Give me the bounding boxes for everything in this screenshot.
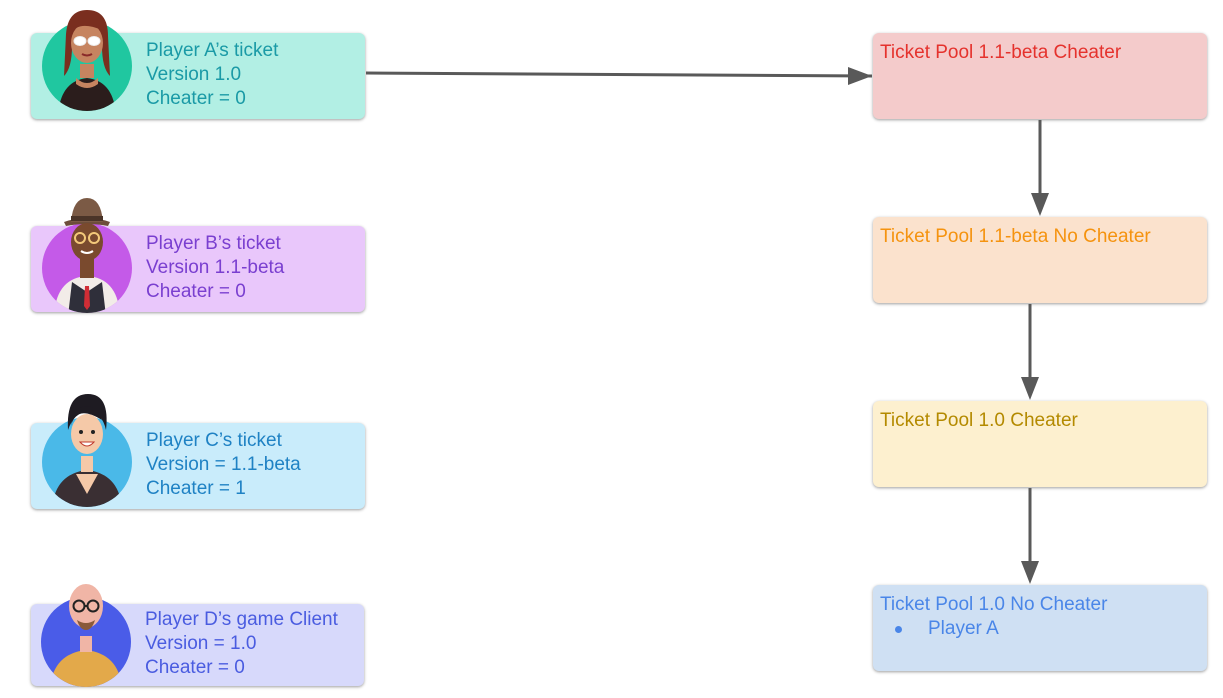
arrow-pool-2-to-pool-3-head [1021, 377, 1039, 400]
player-d-client-title: Player D’s game Client [145, 609, 338, 630]
list-item: Player A [895, 618, 999, 639]
player-b-cheater-flag: Cheater = 0 [146, 281, 246, 302]
pool-1-1-beta-cheater: Ticket Pool 1.1-beta Cheater [873, 33, 1207, 119]
player-b-version: Version 1.1-beta [146, 257, 285, 278]
pool-1-1-beta-no-cheater-title: Ticket Pool 1.1-beta No Cheater [880, 226, 1151, 247]
pool-1-1-beta-cheater-title: Ticket Pool 1.1-beta Cheater [880, 42, 1122, 63]
pool-1-0-cheater-title: Ticket Pool 1.0 Cheater [880, 410, 1078, 431]
player-c-version: Version = 1.1-beta [146, 454, 301, 475]
pool-1-0-no-cheater: Ticket Pool 1.0 No Cheater Player A [873, 585, 1207, 671]
pool-1-0-no-cheater-title: Ticket Pool 1.0 No Cheater [880, 594, 1108, 615]
pool-1-1-beta-no-cheater: Ticket Pool 1.1-beta No Cheater [873, 217, 1207, 303]
player-d-version: Version = 1.0 [145, 633, 257, 654]
arrow-player-a-to-pool-head [848, 67, 872, 85]
pool-1-0-no-cheater-list: Player A [880, 617, 999, 641]
woman-smiling-avatar [42, 394, 132, 507]
player-a-ticket-title: Player A’s ticket [146, 40, 279, 61]
player-c-cheater-flag: Cheater = 1 [146, 478, 246, 499]
pool-1-0-cheater: Ticket Pool 1.0 Cheater [873, 401, 1207, 487]
bald-man-with-glasses-avatar [41, 584, 131, 687]
player-a-version: Version 1.0 [146, 64, 242, 85]
man-with-hat-avatar [42, 198, 132, 313]
player-c-ticket-title: Player C’s ticket [146, 430, 282, 451]
arrow-player-a-to-pool [365, 71, 873, 78]
player-d-cheater-flag: Cheater = 0 [145, 657, 245, 678]
arrow-pool-3-to-pool-4-head [1021, 561, 1039, 584]
woman-with-glasses-avatar [42, 10, 132, 111]
player-a-cheater-flag: Cheater = 0 [146, 88, 246, 109]
player-b-ticket-title: Player B’s ticket [146, 233, 281, 254]
arrow-pool-1-to-pool-2-head [1031, 193, 1049, 216]
